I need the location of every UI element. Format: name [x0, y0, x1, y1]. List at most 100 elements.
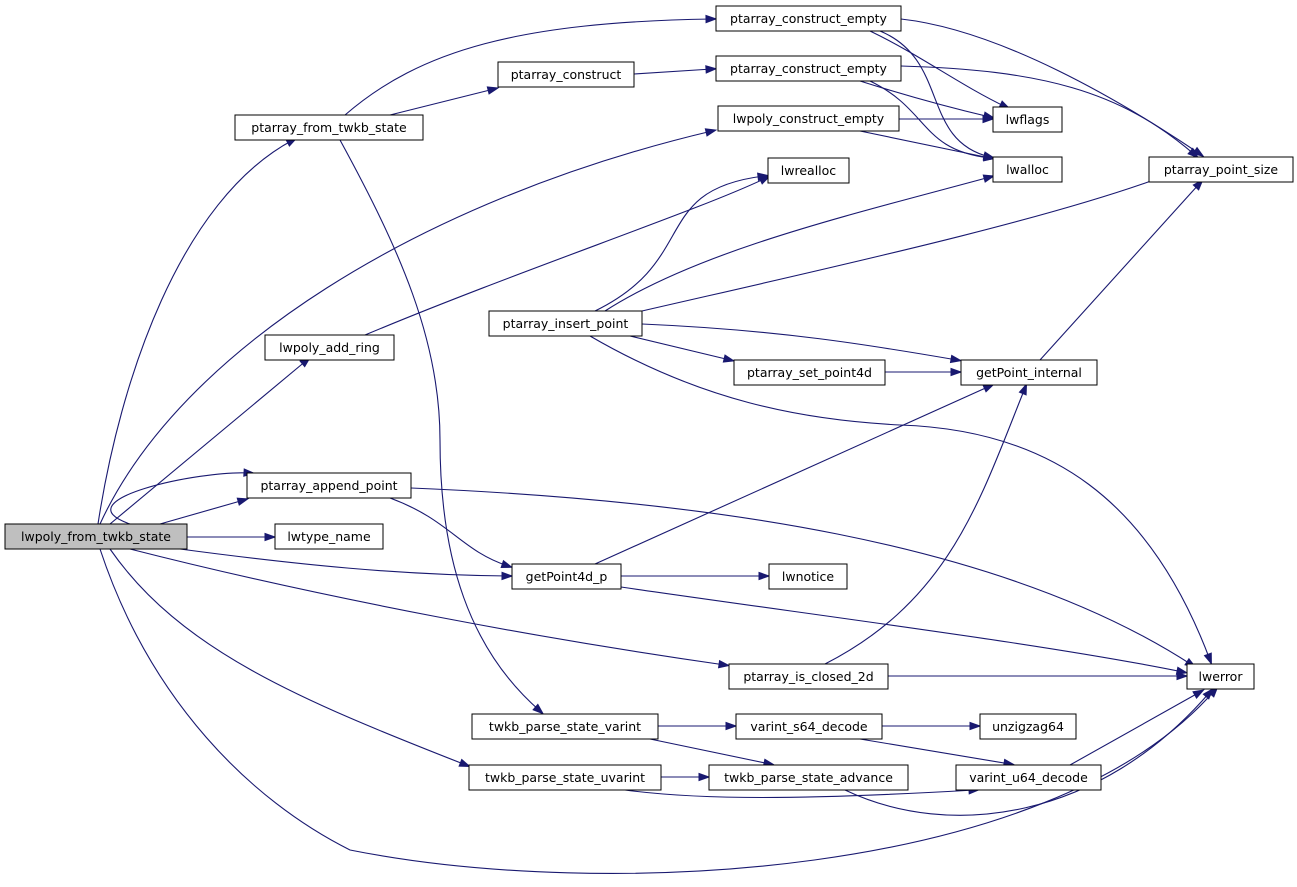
edge-arrowhead	[698, 772, 711, 782]
edge-line	[364, 177, 767, 336]
edge-lwpoly_from_twkb_state-to-twkb_parse_state_uvarint	[109, 548, 472, 767]
edge-arrowhead	[757, 172, 770, 182]
node-ptarray-construct-empty-b[interactable]: ptarray_construct_empty	[715, 55, 902, 82]
edge-line	[633, 68, 713, 75]
edge-line	[594, 385, 991, 565]
node-twkb-parse-state-uvarint[interactable]: twkb_parse_state_uvarint	[468, 764, 662, 791]
edge-arrowhead	[264, 532, 277, 542]
node-label: ptarray_set_point4d	[747, 365, 872, 380]
edge-lwpoly_construct_empty-to-lwflags	[899, 114, 995, 124]
edge-twkb_parse_state_advance-to-lwerror	[844, 687, 1214, 816]
node-box	[715, 55, 902, 82]
node-ptarray-point-size[interactable]: ptarray_point_size	[1148, 156, 1294, 183]
edge-ptarray_append_point-to-getPoint4d_p	[389, 497, 514, 569]
edge-arrowhead	[705, 65, 718, 74]
edge-varint_u64_decode-to-lwerror	[1069, 689, 1205, 766]
node-label: ptarray_from_twkb_state	[251, 120, 407, 135]
node-box	[497, 61, 635, 88]
node-label: ptarray_point_size	[1164, 162, 1279, 177]
node-box	[960, 359, 1098, 386]
node-box	[234, 114, 424, 141]
node-box	[4, 523, 188, 550]
node-label: lwrealloc	[781, 163, 837, 178]
edge-arrowhead	[532, 703, 545, 715]
node-box	[955, 764, 1102, 791]
node-label: twkb_parse_state_advance	[724, 770, 893, 785]
edge-lwpoly_from_twkb_state-to-ptarray_insert_point	[110, 468, 256, 525]
node-label: lwflags	[1006, 112, 1050, 127]
edge-arrowhead	[1192, 689, 1205, 699]
node-ptarray-insert-point[interactable]: ptarray_insert_point	[488, 310, 643, 337]
node-twkb-parse-state-varint[interactable]: twkb_parse_state_varint	[471, 713, 659, 740]
node-ptarray-construct[interactable]: ptarray_construct	[497, 61, 635, 88]
edge-ptarray_insert_point-to-lwerror	[589, 335, 1212, 666]
node-ptarray-append-point[interactable]: ptarray_append_point	[246, 472, 412, 499]
edge-arrowhead	[758, 571, 771, 581]
edge-line	[129, 548, 726, 666]
node-label: ptarray_construct_empty	[730, 61, 888, 76]
edge-arrowhead	[486, 86, 500, 95]
node-lwrealloc[interactable]: lwrealloc	[767, 157, 850, 184]
node-lwpoly-from-twkb-state: lwpoly_from_twkb_state	[4, 523, 188, 550]
edge-ptarray_insert_point-to-ptarray_point_size	[641, 172, 1176, 312]
edge-twkb_parse_state_varint-to-varint_s64_decode	[658, 721, 738, 731]
node-label: ptarray_construct_empty	[730, 11, 888, 26]
edge-ptarray_set_point4d-to-getPoint_internal	[885, 367, 963, 377]
node-label: getPoint_internal	[976, 365, 1082, 380]
edge-arrowhead	[982, 152, 996, 161]
node-getPoint-internal[interactable]: getPoint_internal	[960, 359, 1098, 386]
node-lwpoly-add-ring[interactable]: lwpoly_add_ring	[264, 334, 395, 361]
edge-line	[389, 497, 509, 567]
edge-lwpoly_from_twkb_state-to-ptarray_append_point	[159, 497, 250, 525]
node-label: ptarray_is_closed_2d	[743, 669, 873, 684]
node-unzigzag64[interactable]: unzigzag64	[979, 713, 1077, 740]
edge-line	[179, 548, 509, 577]
edge-line	[859, 130, 991, 159]
node-lwerror[interactable]: lwerror	[1186, 663, 1255, 690]
edge-ptarray_from_twkb_state-to-ptarray_construct_empty_a	[344, 14, 718, 116]
node-getPoint4d-p[interactable]: getPoint4d_p	[511, 563, 622, 590]
edge-twkb_parse_state_uvarint-to-twkb_parse_state_advance	[661, 772, 711, 782]
edge-line	[869, 30, 1007, 108]
edge-line	[844, 691, 1211, 816]
node-varint-s64-decode[interactable]: varint_s64_decode	[735, 713, 883, 740]
node-box	[511, 563, 622, 590]
edge-arrowhead	[236, 497, 250, 506]
node-box	[717, 105, 900, 132]
edge-arrowhead	[458, 758, 472, 767]
node-label: ptarray_insert_point	[503, 316, 629, 331]
edge-line	[1039, 182, 1201, 361]
edge-line	[629, 335, 731, 361]
node-twkb-parse-state-advance[interactable]: twkb_parse_state_advance	[708, 764, 909, 791]
edge-ptarray_is_closed_2d-to-getPoint_internal	[824, 382, 1028, 665]
node-label: getPoint4d_p	[526, 569, 608, 584]
node-ptarray-is-closed-2d[interactable]: ptarray_is_closed_2d	[728, 663, 889, 690]
node-lwpoly-construct-empty[interactable]: lwpoly_construct_empty	[717, 105, 900, 132]
node-box	[1148, 156, 1294, 183]
edge-ptarray_from_twkb_state-to-ptarray_construct	[389, 86, 500, 116]
node-lwtype-name[interactable]: lwtype_name	[274, 523, 384, 550]
node-label: lwpoly_construct_empty	[733, 111, 885, 126]
edge-arrowhead	[982, 114, 995, 124]
node-lwalloc[interactable]: lwalloc	[992, 156, 1063, 183]
node-ptarray-set-point4d[interactable]: ptarray_set_point4d	[733, 359, 886, 386]
edge-varint_s64_decode-to-varint_u64_decode	[859, 738, 1016, 768]
edge-ptarray_insert_point-to-ptarray_set_point4d	[629, 335, 736, 363]
node-lwnotice[interactable]: lwnotice	[768, 563, 848, 590]
edge-line	[824, 387, 1026, 665]
edge-lwpoly_from_twkb_state-to-lwpoly_construct_empty	[99, 128, 718, 525]
edge-arrowhead	[500, 559, 514, 569]
node-label: varint_u64_decode	[969, 770, 1088, 785]
node-ptarray-from-twkb-state[interactable]: ptarray_from_twkb_state	[234, 114, 424, 141]
node-lwflags[interactable]: lwflags	[992, 106, 1063, 133]
node-box	[733, 359, 886, 386]
edge-line	[99, 130, 713, 525]
edge-lwpoly_from_twkb_state-to-ptarray_is_closed_2d	[129, 548, 731, 669]
edge-arrowhead	[1018, 382, 1028, 396]
node-varint-u64-decode[interactable]: varint_u64_decode	[955, 764, 1102, 791]
node-box	[246, 472, 412, 499]
edge-line	[900, 18, 1201, 155]
node-ptarray-construct-empty-a[interactable]: ptarray_construct_empty	[715, 5, 902, 32]
node-box	[767, 157, 850, 184]
